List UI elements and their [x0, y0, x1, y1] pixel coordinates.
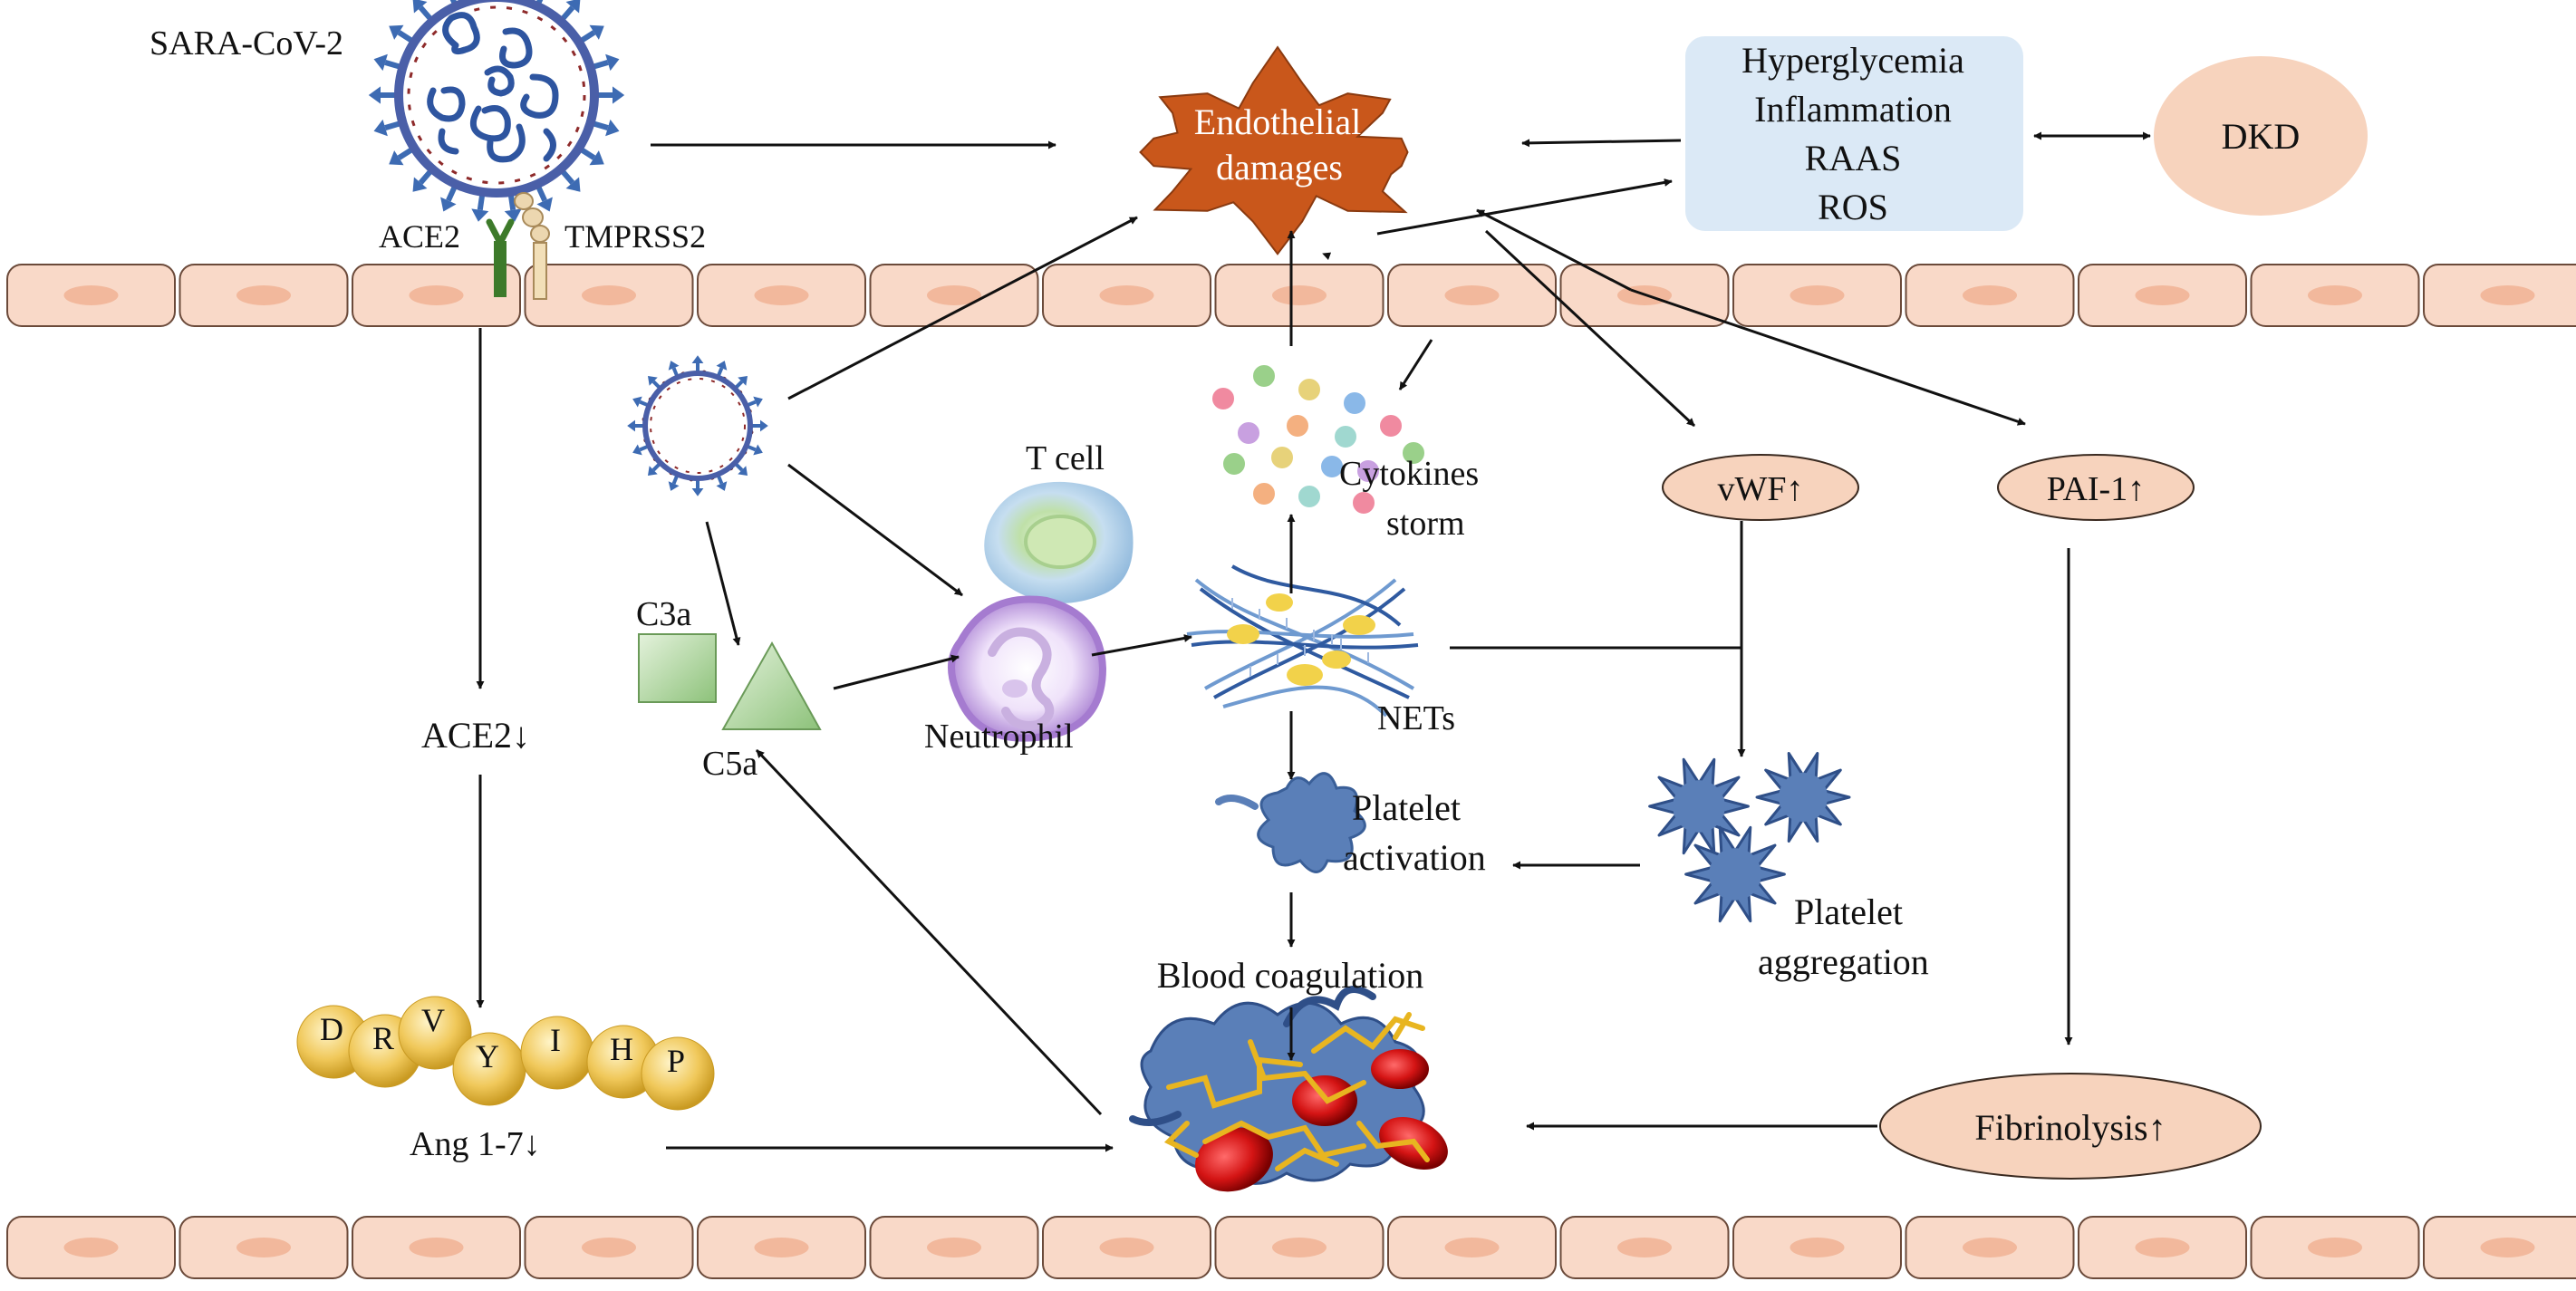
t-cell-icon: [984, 481, 1134, 603]
endothelial-cell: [2423, 264, 2576, 327]
nets-label: NETs: [1377, 699, 1455, 737]
endothelial-damages-star: [1139, 45, 1409, 255]
endothelial-cell: [1042, 264, 1211, 327]
endothelial-label-line1: Endothelial: [1194, 101, 1361, 142]
peptide-letter: V: [421, 1002, 445, 1038]
ace2-down-label: ACE2↓: [421, 715, 530, 756]
endothelial-feedback-arrows: [1322, 208, 1632, 292]
endothelial-cell-layer-top: [6, 264, 2576, 327]
endothelial-label-line2: damages: [1216, 147, 1343, 188]
endothelial-cell: [1732, 1216, 1902, 1279]
endothelial-cell: [6, 264, 176, 327]
cytokines-label-line1: Cytokines: [1339, 455, 1479, 493]
tmprss2-label: TMPRSS2: [564, 218, 706, 255]
endothelial-cell: [524, 264, 694, 327]
blood-coagulation-label: Blood coagulation: [1157, 955, 1423, 996]
endothelial-cell-layer-bottom: [6, 1216, 2576, 1279]
peptide-letter: P: [667, 1043, 685, 1079]
pai1-oval: [1997, 454, 2195, 521]
platelet-aggregation-icon: [1648, 752, 1851, 923]
endothelial-cell: [1732, 264, 1902, 327]
risk-factor-ros: ROS: [1818, 187, 1888, 227]
peptide-letter: I: [550, 1022, 561, 1058]
endothelial-cell: [178, 1216, 349, 1279]
platelet-aggregation-label-line1: Platelet: [1794, 891, 1903, 932]
virus-label: SARA-CoV-2: [150, 24, 343, 63]
peptide-letter: R: [372, 1020, 394, 1056]
risk-factor-raas: RAAS: [1805, 138, 1902, 178]
endothelial-cell: [2250, 264, 2420, 327]
endothelial-cell: [2078, 264, 2247, 327]
endothelial-cell: [6, 1216, 176, 1279]
c5a-triangle-icon: [721, 641, 822, 730]
pai1-label: PAI-1↑: [2047, 470, 2145, 508]
dkd-label: DKD: [2222, 116, 2301, 157]
endothelial-cell: [1905, 264, 2075, 327]
peptide-letter: H: [610, 1031, 633, 1067]
c3a-square-icon: [638, 633, 717, 703]
endothelial-cell: [1905, 1216, 2075, 1279]
risk-factors-box: [1685, 36, 2023, 231]
vwf-oval: [1662, 454, 1859, 521]
cytokines-icon: [1211, 363, 1426, 515]
c5a-label: C5a: [702, 745, 757, 783]
risk-factor-inflammation: Inflammation: [1754, 89, 1952, 130]
t-cell-label: T cell: [1026, 439, 1105, 477]
endothelial-cell: [352, 264, 521, 327]
platelet-activation-label-line2: activation: [1343, 837, 1486, 878]
endothelial-cell: [1214, 264, 1384, 327]
nets-icon: [1186, 564, 1419, 718]
endothelial-cell: [2423, 1216, 2576, 1279]
endothelial-cell: [869, 1216, 1039, 1279]
tmprss2-icon: [514, 192, 550, 300]
endothelial-cell: [697, 1216, 866, 1279]
endothelial-cell: [2078, 1216, 2247, 1279]
platelet-activation-icon: [1215, 772, 1366, 873]
c3a-label: C3a: [636, 595, 691, 633]
platelet-aggregation-label-line2: aggregation: [1758, 941, 1929, 982]
sars-cov-2-virus-icon: [368, 0, 625, 222]
blood-clot-icon: [1129, 986, 1448, 1192]
fibrinolysis-oval: [1879, 1073, 2262, 1180]
endothelial-cell: [697, 264, 866, 327]
pathway-arrows: [476, 131, 2151, 1152]
peptide-letter: Y: [476, 1038, 499, 1074]
cytokines-label-line2: storm: [1386, 505, 1465, 543]
endothelial-cell: [178, 264, 349, 327]
endothelial-cell: [869, 264, 1039, 327]
dkd-oval: [2154, 56, 2368, 216]
risk-factor-hyperglycemia: Hyperglycemia: [1741, 40, 1964, 81]
ace2-receptor-label: ACE2: [379, 218, 460, 255]
small-virus-icon: [627, 355, 768, 496]
platelet-activation-label-line1: Platelet: [1352, 787, 1461, 828]
peptide-letter: D: [320, 1011, 343, 1047]
vwf-label: vWF↑: [1718, 470, 1804, 508]
endothelial-cell: [524, 1216, 694, 1279]
neutrophil-icon: [948, 595, 1107, 742]
ang17-label: Ang 1-7↓: [410, 1125, 541, 1163]
ace2-receptor-icon: [486, 218, 515, 297]
fibrinolysis-label: Fibrinolysis↑: [1974, 1107, 2166, 1148]
ang-1-7-peptide-icon: [296, 996, 715, 1111]
endothelial-cell: [352, 1216, 521, 1279]
text-labels: SARA-CoV-2 ACE2 TMPRSS2 Endothelial dama…: [150, 24, 2300, 1163]
endothelial-cell: [1387, 1216, 1557, 1279]
endothelial-cell: [1042, 1216, 1211, 1279]
endothelial-cell: [2250, 1216, 2420, 1279]
neutrophil-label: Neutrophil: [924, 718, 1074, 756]
endothelial-cell: [1559, 1216, 1730, 1279]
endothelial-cell: [1214, 1216, 1384, 1279]
